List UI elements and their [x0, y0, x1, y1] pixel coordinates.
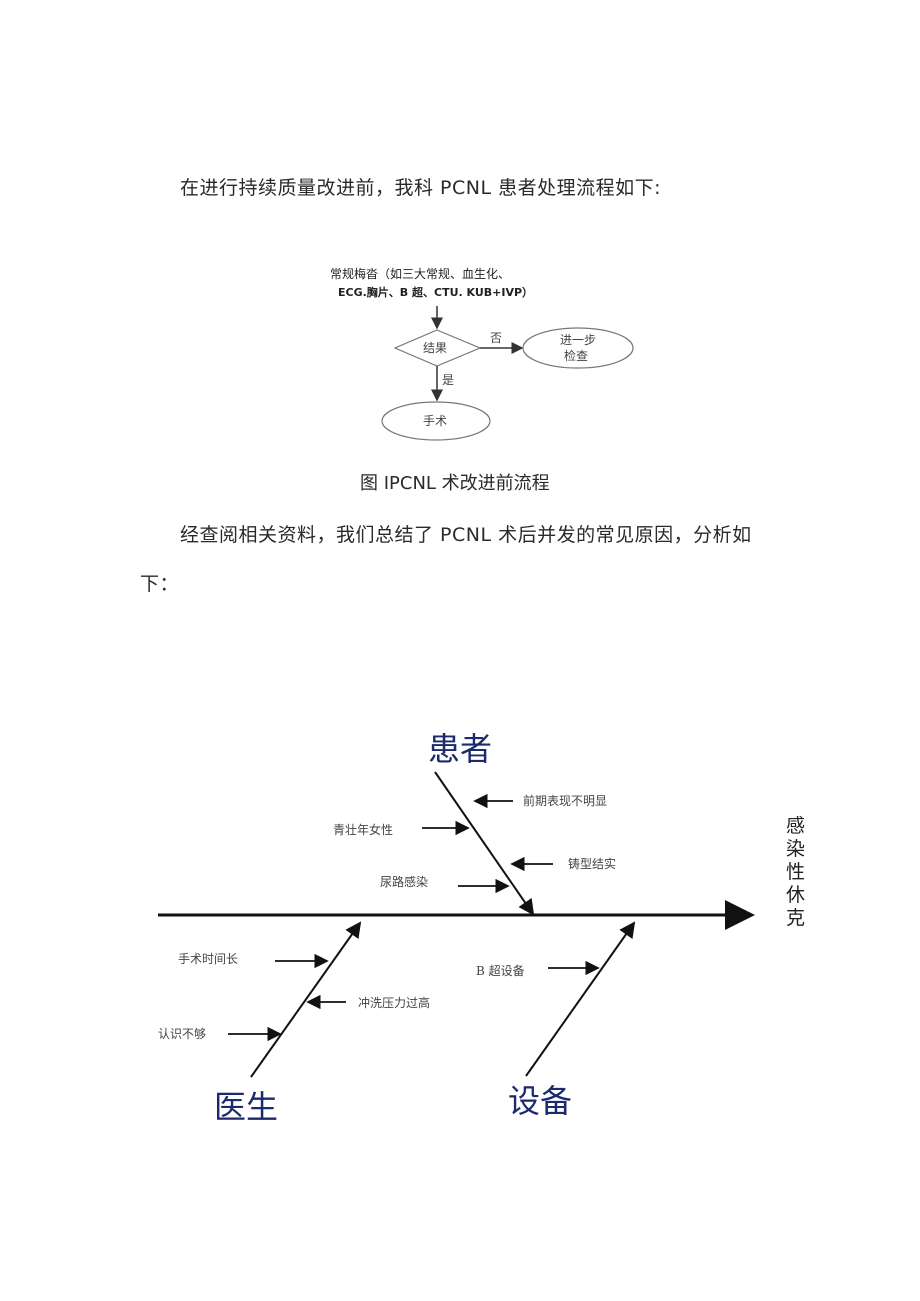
category-doctor: 医生: [214, 1088, 278, 1126]
flow-start-text-line1: 常规梅沓（如三大常规、血生化、: [330, 266, 510, 281]
svg-text:感: 感: [786, 815, 805, 837]
cause-cast-stone: 铸型结实: [568, 856, 616, 871]
flow-start-text-line2: ECG.胸片、B 超、CTU. KUB+IVP）: [338, 285, 533, 299]
cause-high-pressure: 冲洗压力过高: [358, 995, 430, 1010]
equipment-bone: [525, 921, 636, 1077]
cause-early-symptoms: 前期表现不明显: [523, 793, 607, 808]
fishbone-diagram: 感 染 性 休 克 患者 前期表现不明显 青壮年女性 铸型结实 尿路感染 手术时…: [158, 730, 805, 1126]
svg-text:染: 染: [786, 838, 805, 860]
svg-text:休: 休: [786, 884, 805, 906]
yes-label: 是: [442, 373, 454, 387]
decision-label: 结果: [423, 341, 447, 355]
cause-young-female: 青壮年女性: [333, 822, 393, 837]
further-exam-ellipse: [522, 327, 634, 369]
patient-bone: [434, 771, 535, 916]
pre-improvement-flowchart: 常规梅沓（如三大常规、血生化、 ECG.胸片、B 超、CTU. KUB+IVP）…: [330, 266, 634, 441]
cause-lack-awareness: 认识不够: [158, 1027, 206, 1041]
cause-long-surgery: 手术时间长: [178, 952, 238, 966]
cause-uti: 尿路感染: [380, 874, 428, 889]
further-exam-line1: 进一步: [560, 333, 596, 347]
surgery-label: 手术: [423, 414, 447, 428]
intro-paragraph: 在进行持续质量改进前，我科 PCNL 患者处理流程如下:: [180, 177, 662, 199]
surgery-ellipse: [381, 401, 491, 441]
doctor-bone: [250, 921, 362, 1078]
svg-text:克: 克: [786, 907, 805, 929]
further-exam-line2: 检查: [564, 348, 588, 363]
no-label: 否: [490, 331, 502, 345]
analysis-paragraph-line1: 经查阅相关资料，我们总结了 PCNL 术后并发的常见原因，分析如: [180, 524, 752, 546]
svg-text:性: 性: [786, 861, 805, 883]
analysis-paragraph-line2: 下：: [140, 573, 180, 595]
category-equipment: 设备: [508, 1082, 572, 1120]
figure-1-caption: 图 IPCNL 术改进前流程: [360, 473, 550, 494]
category-patient: 患者: [428, 730, 492, 768]
cause-ultrasound-equipment: B 超设备: [476, 963, 525, 978]
effect-label: 感 染 性 休 克: [786, 815, 805, 929]
